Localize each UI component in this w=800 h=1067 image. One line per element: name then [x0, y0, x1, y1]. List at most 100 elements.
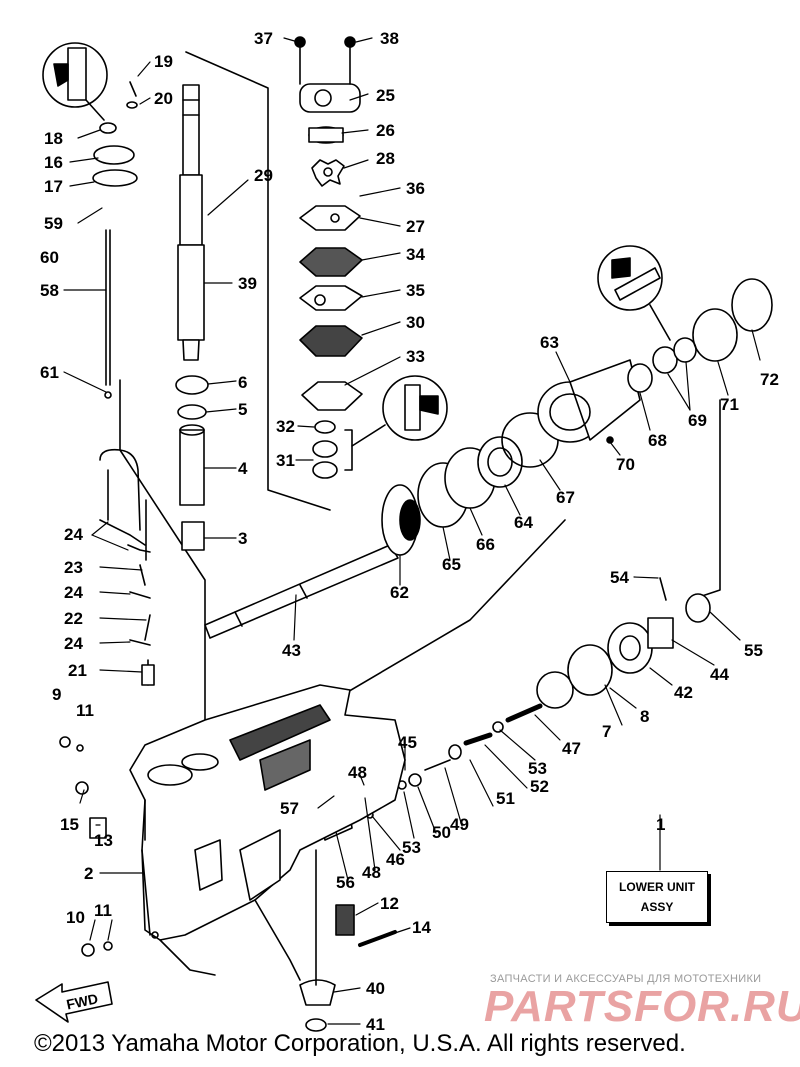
callout: 68: [648, 431, 667, 450]
callout: 10: [66, 908, 85, 927]
callout: 28: [376, 149, 395, 168]
detail-circle-top-left: [42, 42, 108, 121]
callout: 13: [94, 831, 113, 850]
callout: 22: [64, 609, 83, 628]
guide-line-prop-shaft: [299, 519, 566, 721]
callout: 40: [366, 979, 385, 998]
shift-cam-parts: [92, 81, 138, 187]
callout: 71: [720, 395, 739, 414]
callout: 6: [238, 373, 247, 392]
callout: 52: [530, 777, 549, 796]
watermark-brand: PARTSFOR.RU: [484, 982, 800, 1031]
callout: 35: [406, 281, 425, 300]
callout: 37: [254, 29, 273, 48]
assy-label-line1: LOWER UNIT: [619, 880, 695, 894]
callout: 7: [602, 722, 611, 741]
callout: 58: [40, 281, 59, 300]
callout: 25: [376, 86, 395, 105]
water-tubes: [99, 448, 147, 561]
callout: 14: [412, 918, 431, 937]
bearing-housing: [537, 359, 641, 443]
callout: 41: [366, 1015, 385, 1034]
callout: 53: [528, 759, 547, 778]
callout: 65: [442, 555, 461, 574]
callout: 9: [52, 685, 61, 704]
callout: 21: [68, 661, 87, 680]
detail-circle-right: [597, 245, 671, 341]
clamps: [99, 519, 155, 686]
callout: 43: [282, 641, 301, 660]
callout: 42: [674, 683, 693, 702]
callout: 29: [254, 166, 273, 185]
callout: 44: [710, 665, 729, 684]
callout: 20: [154, 89, 173, 108]
lower-small-parts: [59, 736, 397, 1032]
callout: 33: [406, 347, 425, 366]
callout: 70: [616, 455, 635, 474]
impeller-insert: [308, 126, 344, 144]
callout: 48: [348, 763, 367, 782]
callout: 67: [556, 488, 575, 507]
callout: 16: [44, 153, 63, 172]
leader-lines: [63, 37, 761, 1025]
callout: 72: [760, 370, 779, 389]
guide-line-shift-rod: [119, 379, 206, 721]
callout: 55: [744, 641, 763, 660]
callout: 57: [280, 799, 299, 818]
lower-unit-assy-label: LOWER UNIT ASSY: [606, 871, 708, 923]
callout: 5: [238, 400, 247, 419]
pinion-gear: [381, 484, 421, 556]
callout: 26: [376, 121, 395, 140]
callout: 15: [60, 815, 79, 834]
callout: 12: [380, 894, 399, 913]
copyright-notice: ©2013 Yamaha Motor Corporation, U.S.A. A…: [34, 1030, 686, 1057]
callout: 2: [84, 864, 93, 883]
callout: 30: [406, 313, 425, 332]
callout: 45: [398, 733, 417, 752]
callout: 32: [276, 417, 295, 436]
watermark-tagline: ЗАПЧАСТИ И АКСЕССУАРЫ ДЛЯ МОТОТЕХНИКИ: [490, 973, 762, 985]
callout: 63: [540, 333, 559, 352]
callout: 34: [406, 245, 425, 264]
callout: 17: [44, 177, 63, 196]
drive-shaft: [177, 84, 205, 361]
callout: 11: [76, 701, 94, 720]
callout: 56: [336, 873, 355, 892]
fwd-label: FWD: [65, 990, 100, 1012]
callout: 4: [238, 459, 248, 478]
callout: 61: [40, 363, 59, 382]
propeller-shaft: [204, 544, 399, 639]
callout: 18: [44, 129, 63, 148]
pump-gaskets-plates: [299, 205, 363, 411]
fwd-arrow: [35, 981, 113, 1023]
rear-seals: [606, 278, 773, 444]
drive-shaft-bushings: [175, 375, 209, 551]
callout: 24: [64, 525, 83, 544]
guide-line-right: [689, 399, 721, 601]
callout: 49: [450, 815, 469, 834]
callout: 24: [64, 634, 83, 653]
callout: 66: [476, 535, 495, 554]
callout: 38: [380, 29, 399, 48]
callout: 69: [688, 411, 707, 430]
impeller: [311, 159, 345, 187]
oil-seals: [312, 420, 353, 479]
callout: 31: [276, 451, 295, 470]
callout: 46: [386, 850, 405, 869]
forward-gear-clutch: [536, 577, 711, 709]
callout: 54: [610, 568, 629, 587]
callout: 50: [432, 823, 451, 842]
callout: 47: [562, 739, 581, 758]
callout: 8: [640, 707, 649, 726]
callout: 19: [154, 52, 173, 71]
callout: 11: [94, 901, 112, 920]
shift-rod: [104, 229, 112, 399]
callout: 53: [402, 838, 421, 857]
callout: 36: [406, 179, 425, 198]
callout: 27: [406, 217, 425, 236]
assy-label-line2: ASSY: [640, 900, 674, 914]
water-pump-housing: [294, 36, 361, 113]
callout: 62: [390, 583, 409, 602]
callout: 64: [514, 513, 533, 532]
